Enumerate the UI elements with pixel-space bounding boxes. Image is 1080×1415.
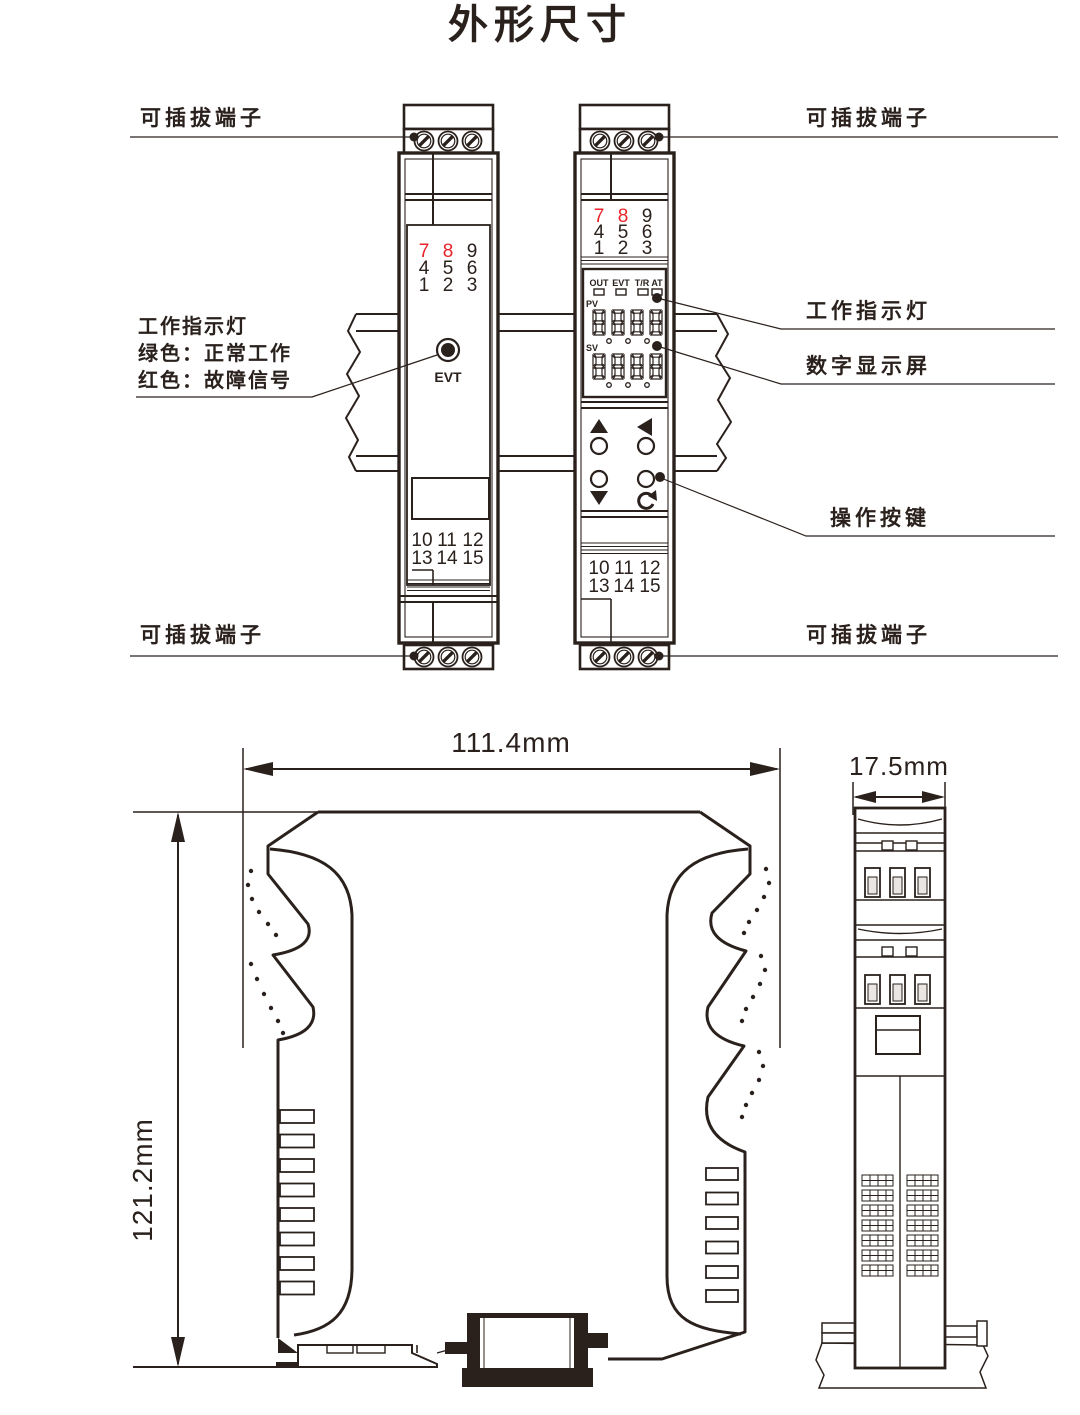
terminal-number: 4 xyxy=(419,258,430,279)
callout-labels: 可插拔端子 可插拔端子 工作指示灯 绿色：正常工作 红色：故障信号 工作指示灯 … xyxy=(130,106,1058,657)
enter-button xyxy=(636,469,656,489)
sv-label: SV xyxy=(586,343,598,353)
terminal-number: 2 xyxy=(443,275,454,296)
status-led-label: EVT xyxy=(612,278,630,288)
din-rail xyxy=(344,313,733,472)
terminal-number: 11 xyxy=(437,530,457,551)
left-module: 7 8 9 4 5 6 1 2 3 EVT 10 11 12 13 14 15 xyxy=(397,103,500,671)
right-module: 7 8 9 4 5 6 1 2 3 OUT EVT T/R AT xyxy=(573,103,676,671)
terminal-number: 4 xyxy=(594,222,605,243)
terminal-number: 10 xyxy=(411,530,432,551)
rail-break-right xyxy=(714,313,733,472)
dimension-width: 111.4mm xyxy=(451,727,571,758)
up-arrow-icon xyxy=(590,419,608,433)
pv-label: PV xyxy=(586,299,598,309)
terminal-number: 3 xyxy=(642,238,653,259)
terminal-number: 12 xyxy=(462,530,483,551)
terminal-number: 13 xyxy=(411,548,432,569)
label-terminal-bottom-right: 可插拔端子 xyxy=(806,623,931,647)
terminal-number: 1 xyxy=(594,238,605,259)
digital-display-panel: OUT EVT T/R AT PV SV xyxy=(581,267,668,399)
loop-arrow-icon xyxy=(637,490,657,510)
down-arrow-icon xyxy=(590,491,608,505)
terminal-number: 8 xyxy=(618,206,629,227)
label-terminal-bottom-left: 可插拔端子 xyxy=(140,623,265,647)
terminal-number: 6 xyxy=(642,222,653,243)
label-work-light-red: 红色：故障信号 xyxy=(138,368,292,392)
button-panel xyxy=(581,401,668,518)
label-work-light-left: 工作指示灯 xyxy=(138,314,248,338)
status-led-label: AT xyxy=(651,278,663,288)
label-work-light-green: 绿色：正常工作 xyxy=(138,341,292,365)
status-led xyxy=(441,343,455,357)
label-operation-buttons: 操作按键 xyxy=(830,506,930,530)
terminal-number: 14 xyxy=(436,548,458,569)
led-label: EVT xyxy=(434,369,462,385)
terminal-number: 7 xyxy=(419,241,430,262)
vent-slots-right xyxy=(705,1167,739,1303)
terminal-number: 5 xyxy=(618,222,629,243)
terminal-number: 1 xyxy=(419,275,430,296)
label-work-light-right: 工作指示灯 xyxy=(806,299,931,323)
dimension-depth: 17.5mm xyxy=(849,751,949,781)
terminal-number: 3 xyxy=(467,275,478,296)
down-button xyxy=(589,469,609,489)
terminal-number: 9 xyxy=(642,206,653,227)
terminal-number: 9 xyxy=(467,241,478,262)
hidden-profile-dots xyxy=(245,866,772,1120)
terminal-number: 2 xyxy=(618,238,629,259)
rail-break-left xyxy=(344,313,362,472)
terminal-number: 6 xyxy=(467,258,478,279)
side-view: 17.5mm xyxy=(815,751,989,1389)
status-led-label: OUT xyxy=(590,278,610,288)
label-digital-display: 数字显示屏 xyxy=(806,354,931,378)
up-button xyxy=(589,436,609,456)
label-terminal-top-left: 可插拔端子 xyxy=(140,106,265,130)
left-arrow-icon xyxy=(637,418,652,436)
left-contour xyxy=(266,810,319,1338)
inner-edge-left xyxy=(269,847,354,1337)
clip-slider xyxy=(297,1344,463,1368)
led-window xyxy=(615,288,627,296)
side-latch xyxy=(875,1015,921,1055)
led-window xyxy=(637,288,649,296)
terminal-number: 14 xyxy=(613,576,635,597)
front-view-dimensioned: 111.4mm 121.2mm xyxy=(127,727,781,1387)
left-button xyxy=(636,436,656,456)
din-latch xyxy=(445,1313,608,1387)
status-led-label: T/R xyxy=(635,278,650,288)
dimension-height: 121.2mm xyxy=(127,1118,158,1242)
callout-dot xyxy=(655,472,665,482)
terminal-number: 8 xyxy=(443,241,454,262)
front-panel xyxy=(406,224,491,586)
terminal-number: 15 xyxy=(639,576,660,597)
terminal-number: 10 xyxy=(588,558,609,579)
vent-slots-left xyxy=(279,1109,315,1296)
terminal-number: 7 xyxy=(594,206,605,227)
terminal-number: 13 xyxy=(588,576,609,597)
label-frame xyxy=(411,477,490,520)
terminal-number: 15 xyxy=(462,548,483,569)
terminal-number: 5 xyxy=(443,258,454,279)
right-contour xyxy=(608,810,752,1361)
page-title: 外形尺寸 xyxy=(448,3,632,47)
led-window xyxy=(593,288,605,296)
inner-edge-right xyxy=(665,847,749,1336)
label-terminal-top-right: 可插拔端子 xyxy=(806,106,931,130)
terminal-number: 12 xyxy=(639,558,660,579)
clip-wedge xyxy=(278,1338,298,1353)
terminal-number: 11 xyxy=(614,558,634,579)
